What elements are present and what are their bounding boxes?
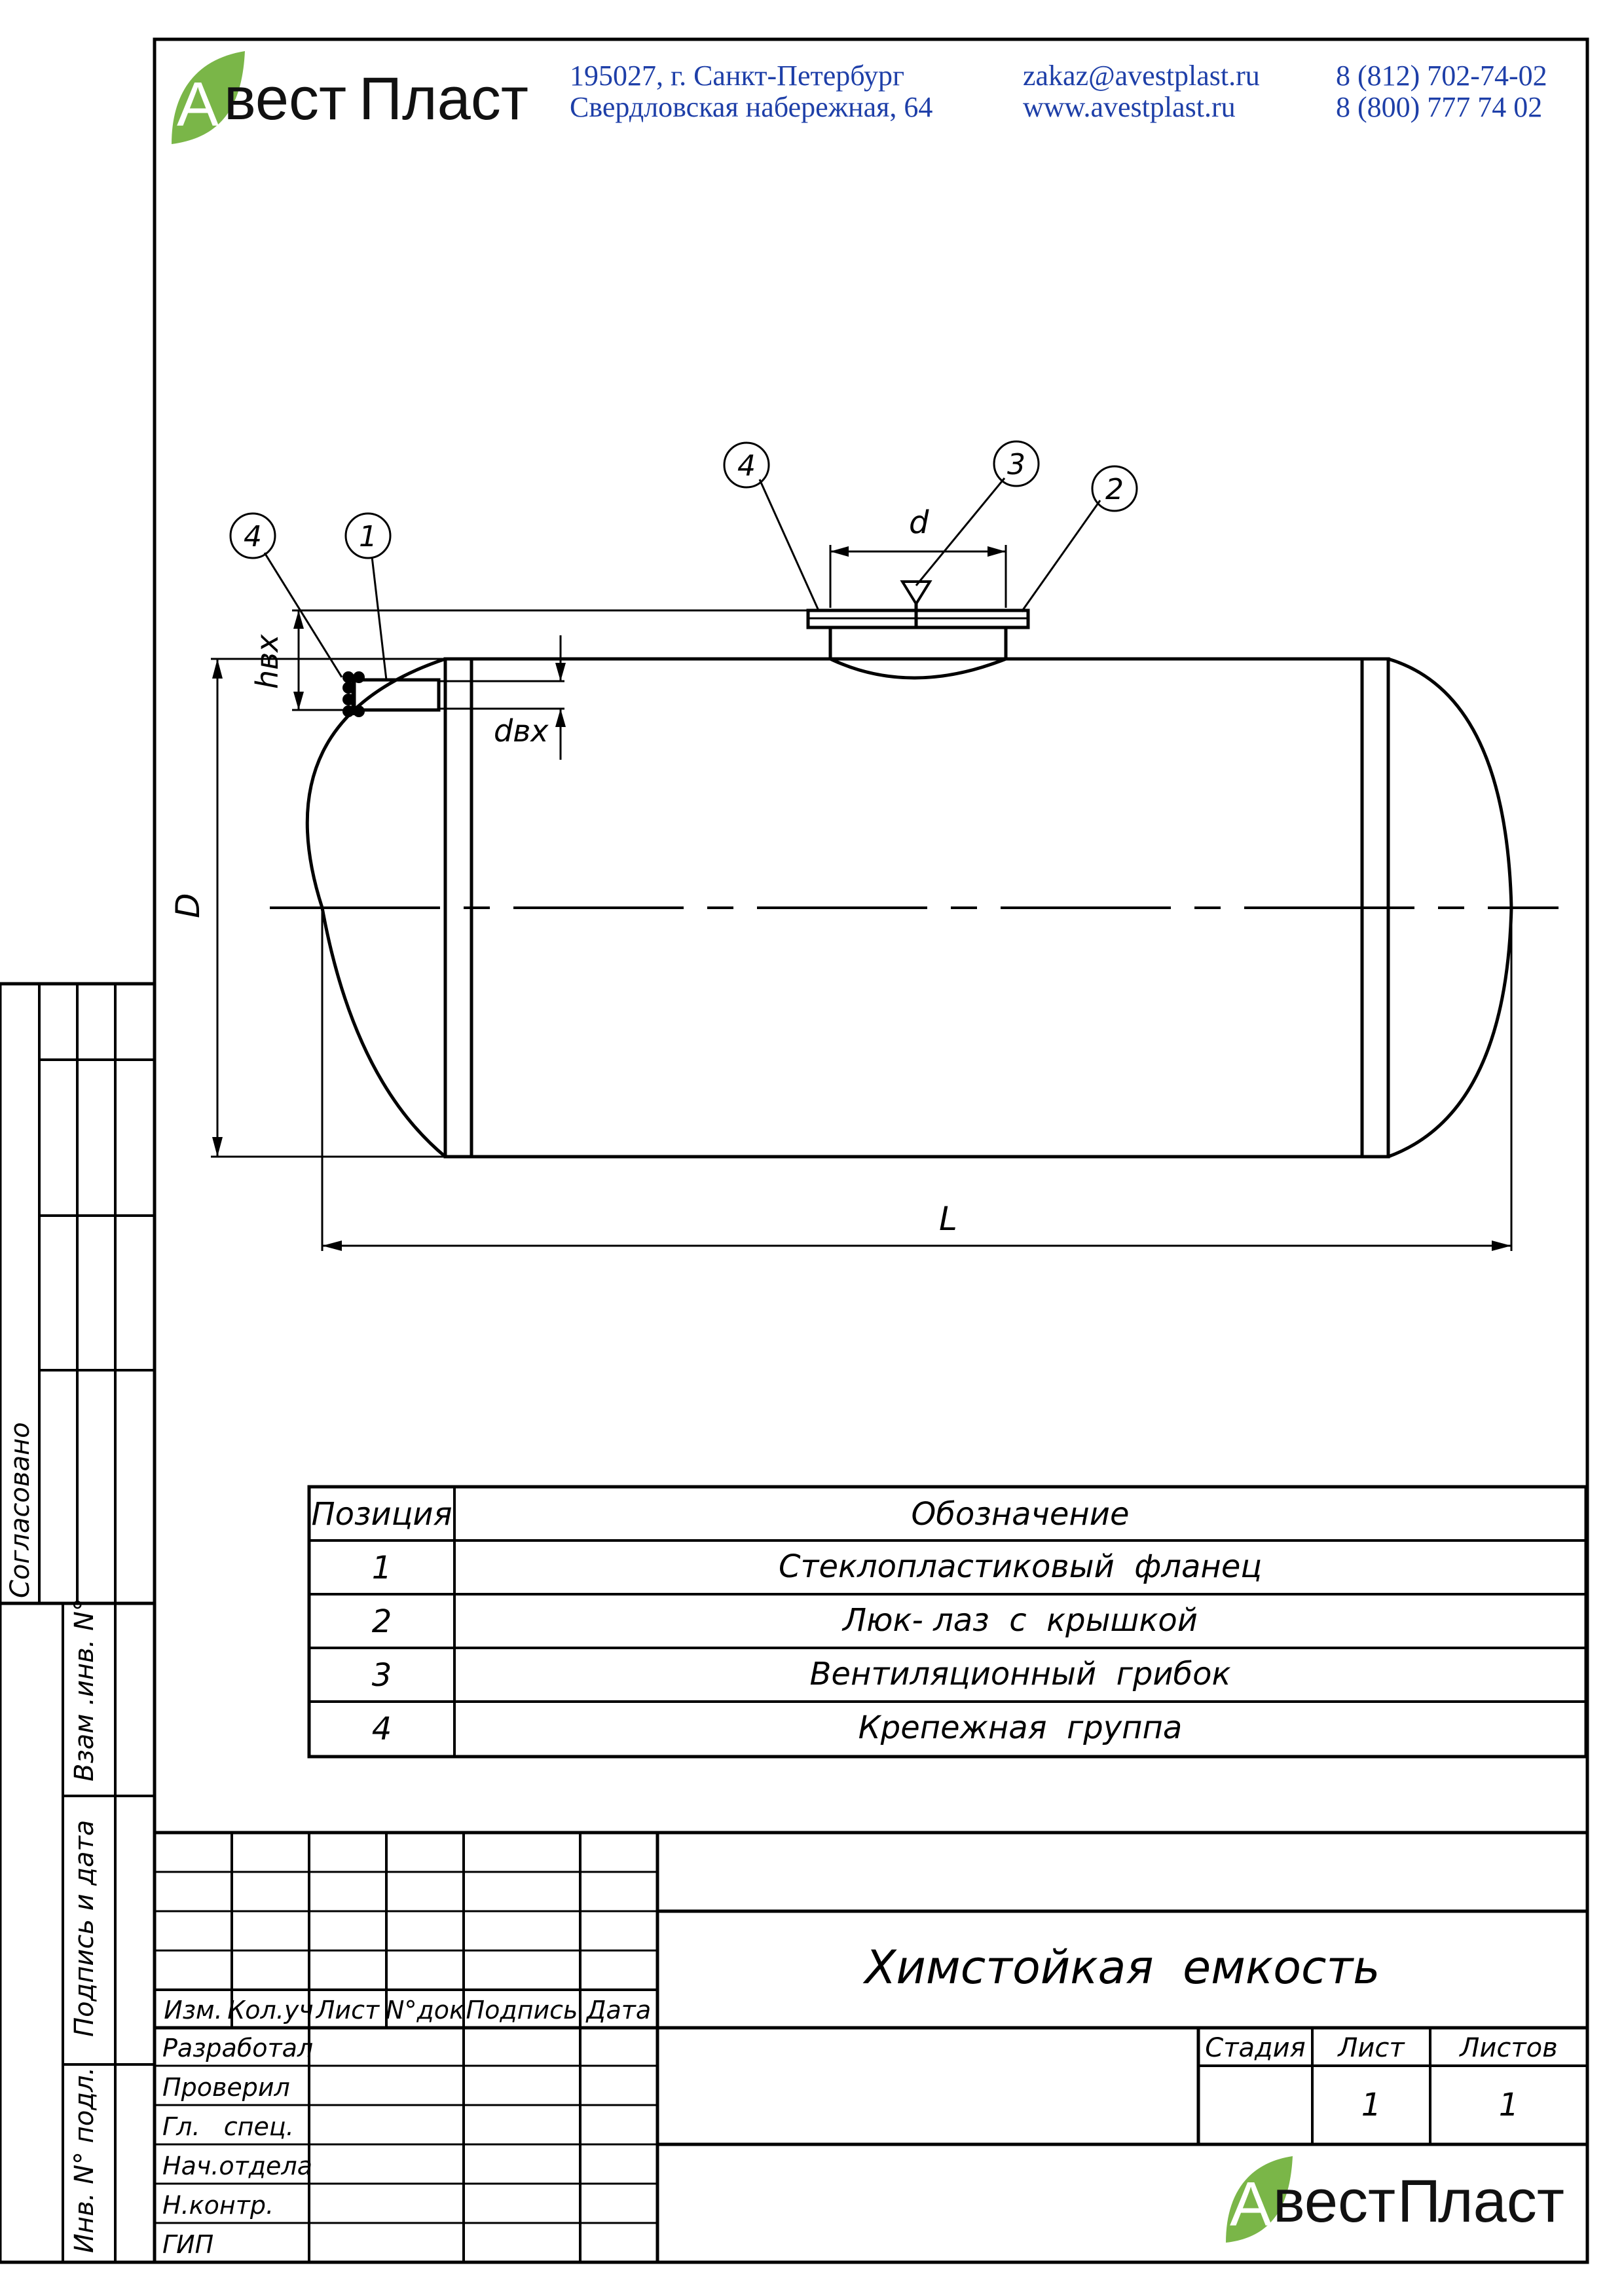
- callout-2: 2: [1091, 465, 1138, 512]
- col-header-date: Дата: [585, 1996, 651, 2024]
- callout-1: 1: [344, 512, 392, 559]
- svg-text:1: 1: [372, 1550, 392, 1586]
- col-header-count: Кол.уч: [227, 1996, 314, 2024]
- svg-text:2: 2: [372, 1603, 392, 1640]
- email-link[interactable]: zakaz@avestplast.ru: [1023, 60, 1260, 92]
- manhole-hatch: [806, 608, 1030, 680]
- table-row: 1 Стеклопластиковый фланец: [372, 1548, 1262, 1586]
- footer-logo: А вест П ласт: [1226, 2156, 1564, 2243]
- vent-mushroom-icon: [900, 580, 932, 626]
- svg-text:2: 2: [1105, 473, 1124, 506]
- website-link[interactable]: www.avestplast.ru: [1023, 91, 1236, 123]
- sheet-frame: [0, 37, 1589, 2264]
- table-row: 4 Крепежная группа: [372, 1709, 1183, 1747]
- dimension-h-inlet: hвх: [249, 609, 808, 711]
- role-checker: Проверил: [162, 2073, 290, 2102]
- svg-text:Люк- лаз с крышкой: Люк- лаз с крышкой: [841, 1602, 1198, 1639]
- svg-text:Вентиляционный грибок: Вентиляционный грибок: [809, 1656, 1230, 1692]
- svg-text:А: А: [1230, 2169, 1272, 2239]
- callout-3: 3: [993, 440, 1040, 487]
- svg-text:4: 4: [244, 520, 262, 553]
- svg-text:1: 1: [359, 520, 377, 553]
- role-developer: Разработал: [162, 2034, 313, 2062]
- svg-text:dвх: dвх: [494, 713, 549, 749]
- logo-letter-a: А: [177, 69, 219, 140]
- sign-date-label: Подпись и дата: [69, 1820, 100, 2037]
- company-logo: А вест П ласт: [172, 51, 528, 144]
- spec-header-designation: Обозначение: [911, 1496, 1129, 1533]
- leaf-icon: [172, 51, 245, 144]
- col-header-sheet: Лист: [315, 1996, 380, 2024]
- svg-text:3: 3: [1007, 448, 1025, 481]
- inv-swap-label: Взам .инв. N°: [69, 1598, 100, 1782]
- svg-text:D: D: [169, 893, 207, 918]
- svg-text:П: П: [1397, 2168, 1441, 2235]
- leader-lines: [263, 477, 1101, 681]
- svg-text:Крепежная группа: Крепежная группа: [858, 1709, 1183, 1746]
- logo-text-last: ласт: [402, 65, 528, 132]
- tank-drawing: 4 1 4 3 2 d: [169, 440, 1559, 1251]
- dimension-d: d: [829, 504, 1007, 608]
- callout-4-left: 4: [229, 512, 276, 559]
- svg-text:Стеклопластиковый фланец: Стеклопластиковый фланец: [779, 1548, 1262, 1585]
- spec-table: Позиция Обозначение 1 Стеклопластиковый …: [307, 1485, 1588, 1759]
- sheets-value: 1: [1499, 2087, 1519, 2123]
- dimension-D: D: [169, 658, 445, 1158]
- logo-text-vest: вест: [224, 65, 346, 132]
- svg-text:4: 4: [737, 449, 756, 483]
- logo-text-p: П: [359, 65, 402, 132]
- role-chief-engineer: ГИП: [162, 2230, 213, 2259]
- svg-text:ласт: ласт: [1438, 2168, 1564, 2235]
- col-header-signature: Подпись: [466, 1996, 578, 2024]
- col-header-doc-no: N°док: [386, 1996, 464, 2024]
- table-row: 2 Люк- лаз с крышкой: [372, 1602, 1198, 1640]
- sheet-label: Лист: [1337, 2033, 1405, 2063]
- svg-text:вест: вест: [1273, 2168, 1395, 2235]
- role-dept-head: Нач.отдела: [162, 2152, 312, 2180]
- document-title: Химстойкая емкость: [862, 1941, 1380, 1994]
- title-block: Изм. Кол.уч Лист N°док Подпись Дата Разр…: [155, 1831, 1587, 2262]
- svg-text:d: d: [909, 504, 929, 541]
- callout-4-top: 4: [723, 441, 770, 489]
- address-line1: 195027, г. Санкт-Петербург: [570, 60, 904, 92]
- col-header-change: Изм.: [164, 1996, 222, 2024]
- svg-text:4: 4: [372, 1711, 392, 1747]
- stage-label: Стадия: [1205, 2033, 1305, 2063]
- role-chief-spec: Гл. спец.: [162, 2112, 294, 2141]
- leaf-icon: [1226, 2156, 1293, 2243]
- sheets-label: Листов: [1458, 2033, 1557, 2063]
- phone2: 8 (800) 777 74 02: [1336, 91, 1542, 123]
- spec-header-position: Позиция: [312, 1496, 452, 1533]
- inlet-flange: [342, 671, 441, 717]
- phone1: 8 (812) 702-74-02: [1336, 60, 1547, 92]
- sheet-value: 1: [1361, 2087, 1382, 2123]
- svg-text:L: L: [939, 1200, 957, 1238]
- table-row: 3 Вентиляционный грибок: [372, 1656, 1231, 1694]
- role-norm-control: Н.контр.: [162, 2191, 274, 2220]
- svg-text:3: 3: [372, 1657, 392, 1694]
- address-line2: Свердловская набережная, 64: [570, 91, 932, 123]
- dimension-d-inlet: dвх: [439, 635, 566, 760]
- inv-orig-label: Инв. N° подл.: [69, 2067, 100, 2253]
- agreed-label: Согласовано: [5, 1422, 35, 1598]
- dimension-L: L: [321, 908, 1513, 1251]
- svg-text:hвх: hвх: [249, 634, 285, 689]
